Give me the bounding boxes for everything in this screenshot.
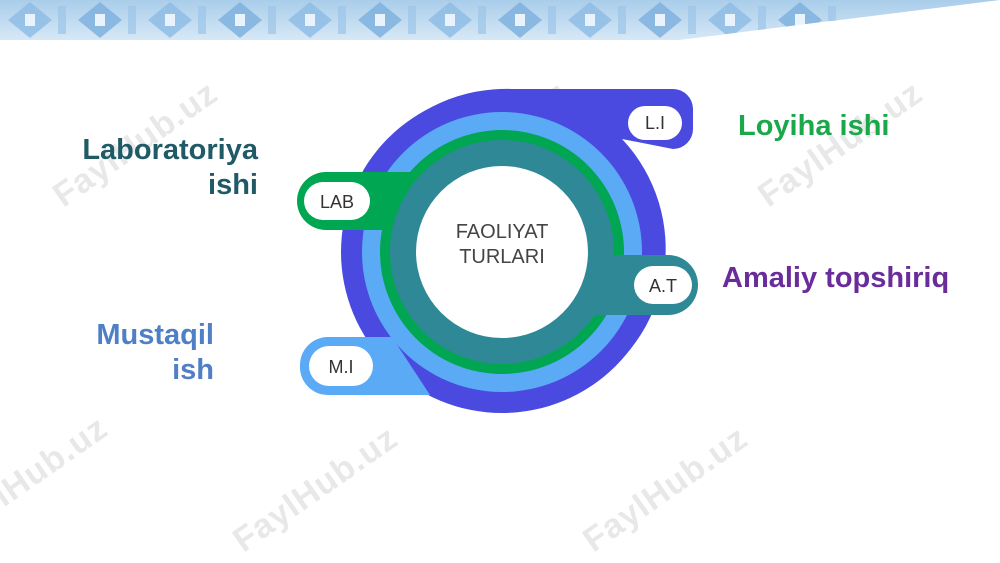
ikat-banner [0,0,1000,40]
center-title-line1: FAOLIYAT [456,221,549,243]
ikat-motif-center [655,14,665,26]
ikat-stripe [688,6,696,34]
ikat-motif-center [375,14,385,26]
label-laboratoriya-line2: ishi [208,169,258,201]
label-amaliy: Amaliy topshiriq [722,262,950,294]
badge-at-text: A.T [649,276,677,296]
badge-mi-text: M.I [329,357,354,377]
ikat-pattern [8,2,836,38]
ikat-motif-center [795,14,805,26]
badge-mi: M.I [309,346,373,386]
ikat-stripe [618,6,626,34]
ikat-stripe [758,6,766,34]
badge-lab-text: LAB [320,192,354,212]
ikat-stripe [58,6,66,34]
label-loyiha: Loyiha ishi [738,110,890,142]
ikat-stripe [198,6,206,34]
badge-li: L.I [628,106,682,140]
ikat-stripe [408,6,416,34]
ikat-motif-center [235,14,245,26]
ikat-stripe [128,6,136,34]
ikat-motif-center [445,14,455,26]
ikat-stripe [338,6,346,34]
label-laboratoriya-line1: Laboratoriya [82,134,258,166]
ikat-motif-center [725,14,735,26]
ikat-motif-center [95,14,105,26]
label-mustaqil: Mustaqil ish [96,318,214,388]
ikat-motif-center [585,14,595,26]
center-circle [416,166,588,338]
ikat-stripe [478,6,486,34]
ikat-motif-center [165,14,175,26]
ikat-motif-center [515,14,525,26]
ikat-motif-center [305,14,315,26]
badge-li-text: L.I [645,113,665,133]
ikat-stripe [548,6,556,34]
ikat-motif-center [25,14,35,26]
badge-lab: LAB [304,182,370,220]
label-laboratoriya: Laboratoriya ishi [82,133,258,203]
badge-at: A.T [634,266,692,304]
label-mustaqil-line2: ish [172,354,214,386]
label-mustaqil-line1: Mustaqil [96,319,214,351]
center-title-line2: TURLARI [459,246,545,268]
ikat-stripe [268,6,276,34]
ikat-stripe [828,6,836,34]
